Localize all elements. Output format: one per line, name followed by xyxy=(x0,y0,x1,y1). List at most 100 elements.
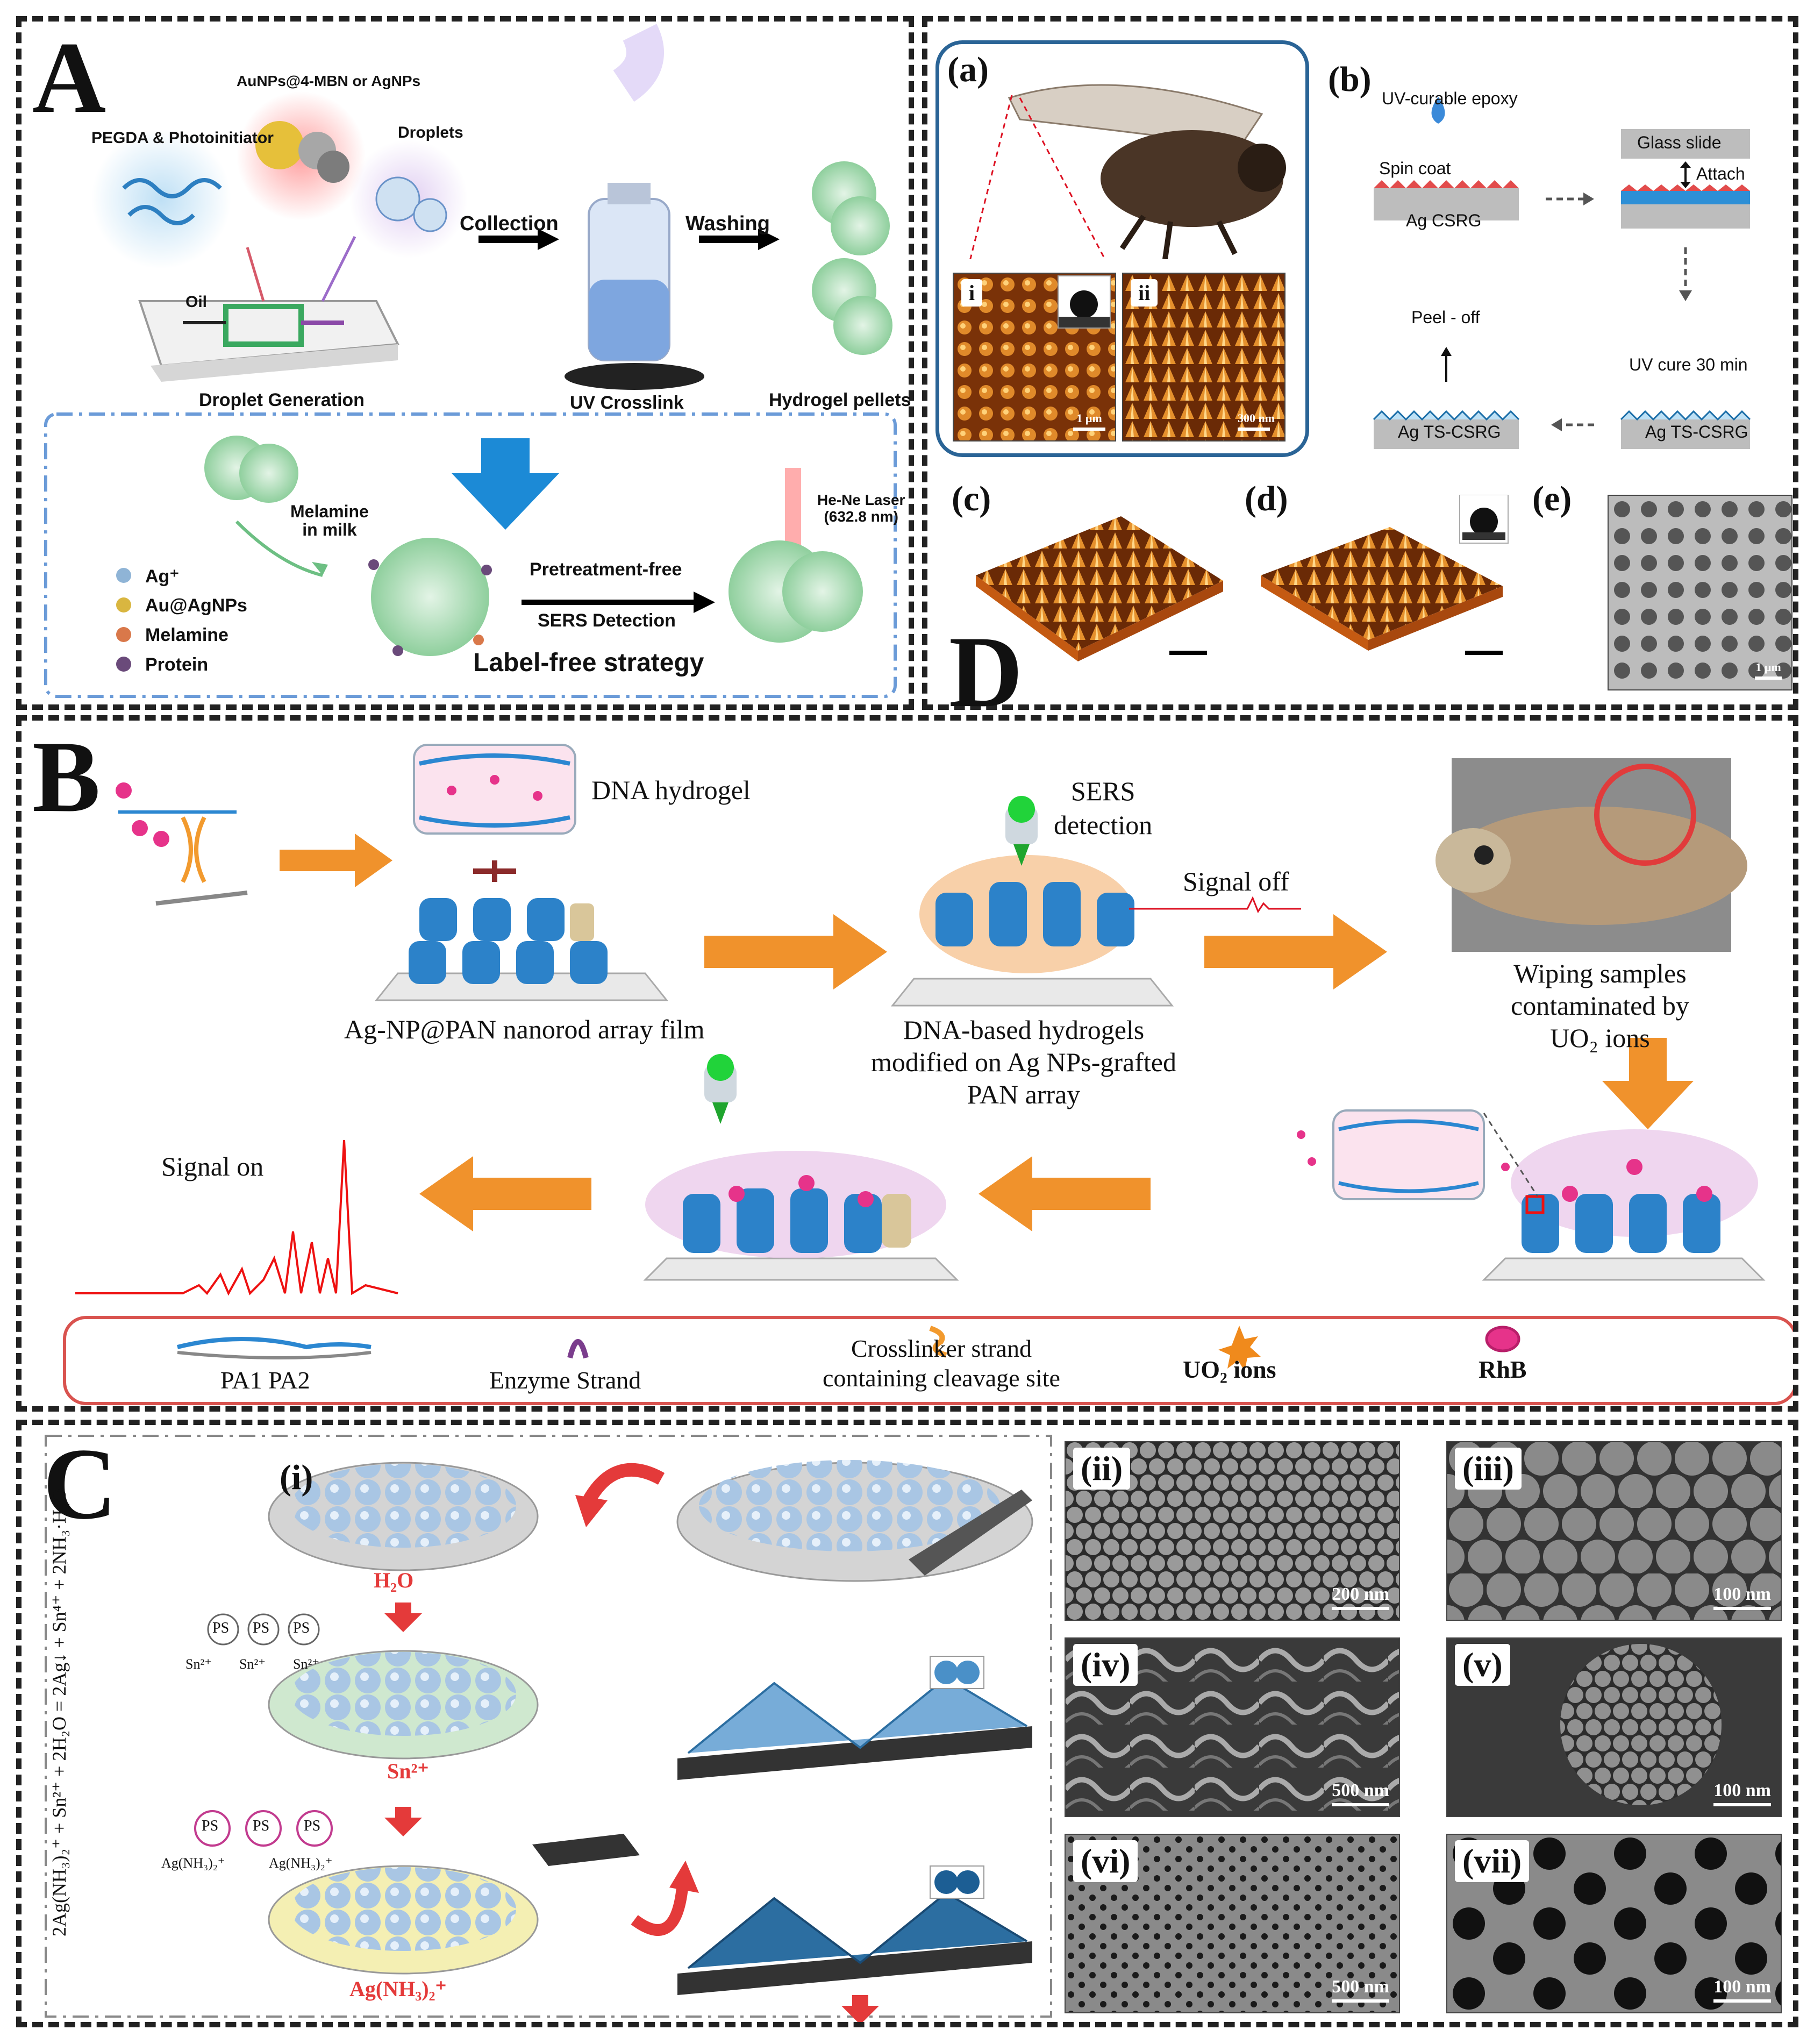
peel-off-label: Peel - off xyxy=(1411,308,1480,327)
uv-crosslink-label: UV Crosslink xyxy=(570,393,684,413)
sub-i: i xyxy=(961,279,983,307)
wiping-samples-label: Wiping samples contaminated by UO₂ ions xyxy=(1511,958,1689,1053)
droplet-generation-label: Droplet Generation xyxy=(199,390,365,410)
sub-d: (d) xyxy=(1245,479,1288,518)
sem-iii: (iii) 100 nm xyxy=(1446,1441,1782,1621)
oil-label: Oil xyxy=(185,293,208,311)
signal-off-label: Signal off xyxy=(1183,866,1289,896)
sn-label: Sn²⁺ xyxy=(387,1759,429,1783)
afm-3d-c xyxy=(976,516,1223,661)
legend-au-ag: Au@AgNPs xyxy=(145,595,247,616)
attach-label: Attach xyxy=(1696,164,1745,183)
sn-ion-1: Sn²⁺ xyxy=(185,1656,212,1672)
sem-vii: (vii) 100 nm xyxy=(1446,1834,1782,2013)
panel-letter-b: B xyxy=(32,721,101,834)
sem-vi-label: (vi) xyxy=(1073,1840,1138,1882)
sub-e: (e) xyxy=(1532,479,1572,518)
sem-iv: (iv) 500 nm xyxy=(1065,1637,1400,1817)
legend-protein: Protein xyxy=(145,654,209,675)
legend-uo2: UO₂ ions xyxy=(1183,1356,1276,1383)
panel-c: C xyxy=(16,1420,1798,2027)
panel-a: A xyxy=(16,16,914,710)
panel-b: B xyxy=(16,715,1798,1412)
uv-cure-label: UV cure 30 min xyxy=(1629,355,1748,374)
glass-slide-label: Glass slide xyxy=(1637,133,1722,152)
ag-ion-1: Ag(NH₃)₂⁺ xyxy=(161,1855,225,1871)
panel-a-scheme xyxy=(44,24,897,698)
sem-v-scale: 100 nm xyxy=(1713,1781,1771,1806)
reagent-left-label: PEGDA & Photoinitiator xyxy=(91,129,274,147)
sem-v-label: (v) xyxy=(1455,1644,1510,1686)
ag-ts-csrg-left: Ag TS-CSRG xyxy=(1398,422,1501,441)
sers-detection-label-b: SERS detection xyxy=(1054,776,1153,840)
spin-coat-label: Spin coat xyxy=(1379,159,1451,178)
legend-ag: Ag⁺ xyxy=(145,566,180,587)
sub-ii: ii xyxy=(1131,279,1158,307)
sem-e: 1 μm xyxy=(1608,495,1792,690)
sem-ii: (ii) 200 nm xyxy=(1065,1441,1400,1621)
panel-d: D (a) i 1 μm ii 300 nm (b) xyxy=(922,16,1798,723)
cicada-box: (a) i 1 μm ii 300 nm xyxy=(935,40,1309,457)
sem-ii-scale: 200 nm xyxy=(1332,1584,1389,1610)
sub-c: (c) xyxy=(952,479,991,518)
sub-a: (a) xyxy=(947,50,989,89)
melamine-in-milk-label: Melamine in milk xyxy=(290,502,369,539)
csrg-process xyxy=(1373,97,1751,449)
pretreatment-label: Pretreatment-free xyxy=(530,559,682,580)
legend-enzyme: Enzyme Strand xyxy=(489,1366,641,1394)
panel-letter-c: C xyxy=(43,1428,117,1541)
label-free-strategy: Label-free strategy xyxy=(473,649,704,677)
ps-2: PS xyxy=(253,1620,270,1636)
scale-ii: 300 nm xyxy=(1237,411,1275,431)
ps-3: PS xyxy=(293,1620,310,1636)
ag-csrg-label: Ag CSRG xyxy=(1406,211,1482,230)
scale-e: 1 μm xyxy=(1755,660,1782,680)
signal-on-label: Signal on xyxy=(161,1151,264,1181)
laser-label: He-Ne Laser (632.8 nm) xyxy=(817,492,905,525)
droplet-inset xyxy=(1058,275,1111,329)
legend-crosslinker: Crosslinker strand containing cleavage s… xyxy=(823,1335,1060,1392)
legend-pa: PA1 PA2 xyxy=(220,1366,310,1394)
droplets-label: Droplets xyxy=(398,124,463,141)
sem-v: (v) 100 nm xyxy=(1446,1637,1782,1817)
panel-letter-d: D xyxy=(949,616,1023,729)
sem-iv-scale: 500 nm xyxy=(1332,1781,1389,1806)
legend-melamine: Melamine xyxy=(145,625,228,645)
sn-ion-3: Sn²⁺ xyxy=(293,1656,319,1672)
cicada-illustration xyxy=(969,84,1286,259)
sem-vi: (vi) 500 nm xyxy=(1065,1834,1400,2013)
agnh3-label: Ag(NH₃)₂⁺ xyxy=(349,1977,447,2001)
ps-1: PS xyxy=(212,1620,230,1636)
sem-iv-label: (iv) xyxy=(1073,1644,1138,1686)
panel-c-scheme xyxy=(45,1435,1052,2022)
sem-iii-scale: 100 nm xyxy=(1713,1584,1771,1610)
h2o-label: H₂O xyxy=(374,1568,414,1592)
dna-hydrogel-label: DNA hydrogel xyxy=(591,775,751,805)
panel-letter-a: A xyxy=(32,22,106,134)
sem-vi-scale: 500 nm xyxy=(1332,1977,1389,2003)
collection-label: Collection xyxy=(460,212,559,235)
afm-3d-d xyxy=(1261,495,1509,655)
sn-ion-2: Sn²⁺ xyxy=(239,1656,266,1672)
uv-epoxy-label: UV-curable epoxy xyxy=(1382,89,1518,108)
hydrogel-pellets-label: Hydrogel pellets xyxy=(769,390,911,410)
washing-label: Washing xyxy=(685,212,770,235)
ag-ion-2: Ag(NH₃)₂⁺ xyxy=(269,1855,333,1871)
legend-rhb: RhB xyxy=(1479,1356,1527,1383)
sem-ii-label: (ii) xyxy=(1073,1448,1131,1490)
dna-based-hydrogels-label: DNA-based hydrogels modified on Ag NPs-g… xyxy=(871,1015,1176,1109)
reaction-equation: 2Ag(NH₃)₂⁺ + Sn²⁺ + 2H₂O = 2Ag↓ + Sn⁴⁺ +… xyxy=(48,1489,70,1936)
ag-np-pan-label: Ag-NP@PAN nanorod array film xyxy=(344,1014,705,1044)
panel-b-scheme xyxy=(63,744,1793,1405)
sub-c-i: (i) xyxy=(280,1458,313,1497)
ps-6: PS xyxy=(304,1818,321,1834)
sub-b: (b) xyxy=(1328,60,1372,99)
sem-iii-label: (iii) xyxy=(1455,1448,1522,1490)
cicada-afm-ii: ii 300 nm xyxy=(1122,273,1285,441)
sem-vii-label: (vii) xyxy=(1455,1840,1530,1882)
reagent-top-label: AuNPs@4-MBN or AgNPs xyxy=(237,73,421,89)
ag-ts-csrg-right: Ag TS-CSRG xyxy=(1645,422,1748,441)
ps-5: PS xyxy=(253,1818,270,1834)
scale-i: 1 μm xyxy=(1073,411,1105,431)
ps-4: PS xyxy=(202,1818,219,1834)
